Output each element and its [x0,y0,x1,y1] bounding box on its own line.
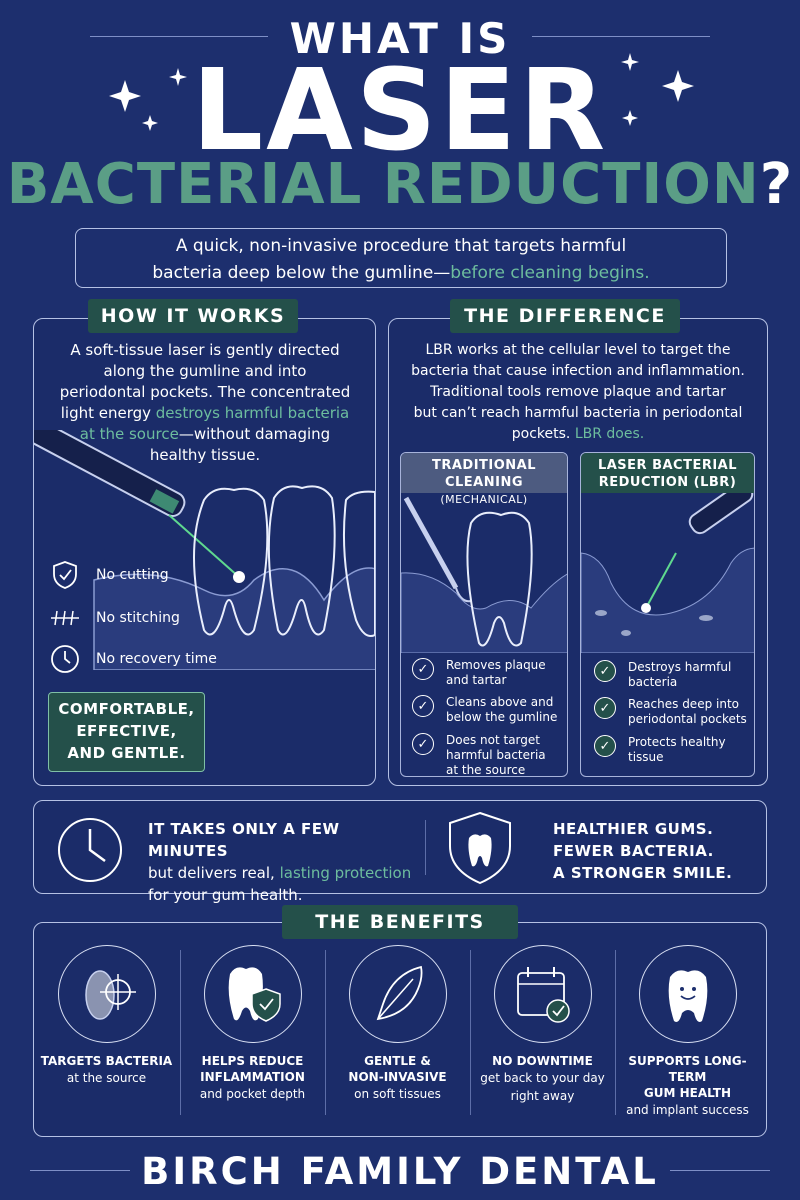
title-bacterial-reduction: BACTERIAL REDUCTION? [6,152,794,217]
benefit-divider-2 [325,950,326,1115]
laser-gum-illustration [34,430,375,670]
healthier-gums-text: HEALTHIER GUMS.FEWER BACTERIA.A STRONGER… [553,820,733,882]
intro-line-1: A quick, non-invasive procedure that tar… [175,236,627,256]
tooth-shield-badge-icon [449,811,511,885]
benefits-tag: THE BENEFITS [282,905,518,939]
intro-box: A quick, non-invasive procedure that tar… [75,228,727,288]
stitches-icon [50,603,80,633]
shield-check-icon [50,560,80,590]
intro-line-2: bacteria deep below the gumline—before c… [152,263,650,283]
footer-rule-left [30,1170,130,1171]
benefit-gentle: GENTLE &NON-INVASIVE on soft tissues [326,945,469,1103]
practice-name: BIRCH FAMILY DENTAL [141,1150,659,1193]
bacteria-target-icon [57,945,156,1043]
difference-text: LBR works at the cellular level to targe… [411,342,745,442]
benefit-divider-3 [470,950,471,1115]
feature-no-recovery: No recovery time [50,644,217,674]
feather-icon [348,945,447,1043]
how-it-works-tag: HOW IT WORKS [88,299,298,333]
benefit-targets-bacteria: TARGETS BACTERIA at the source [35,945,178,1087]
feature-no-stitching: No stitching [50,603,180,633]
time-panel [33,800,767,894]
difference-tag: THE DIFFERENCE [450,299,680,333]
sparkle-icons-right [621,53,694,126]
title-what-is: WHAT IS [289,14,511,63]
difference-panel [388,318,768,786]
smiling-tooth-icon [638,945,737,1043]
time-divider [425,820,426,875]
comfortable-effective-gentle-box: COMFORTABLE,EFFECTIVE,AND GENTLE. [48,692,205,772]
wall-clock-icon [58,818,122,882]
calendar-check-icon [493,945,592,1043]
clock-icon [50,644,80,674]
title-laser: LASER [191,46,609,176]
traditional-cleaning-heading: TRADITIONAL CLEANING(MECHANICAL) [401,453,567,506]
feature-no-cutting: No cutting [50,560,169,590]
benefit-divider-4 [615,950,616,1115]
sparkle-icons-left [109,68,187,131]
time-text: IT TAKES ONLY A FEW MINUTES but delivers… [148,820,412,904]
scaler-tooth-illustration [401,496,567,654]
footer-rule-right [670,1170,770,1171]
benefit-divider-1 [180,950,181,1115]
laser-bacteria-illustration [581,481,754,654]
traditional-cleaning-panel: TRADITIONAL CLEANING(MECHANICAL) [400,452,568,777]
title-rule-right [532,36,710,37]
title-rule-left [90,36,268,37]
tooth-shield-icon [203,945,302,1043]
